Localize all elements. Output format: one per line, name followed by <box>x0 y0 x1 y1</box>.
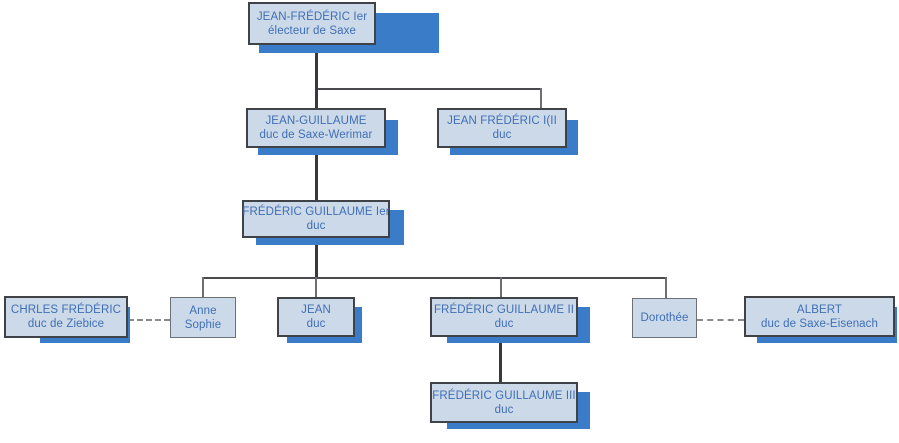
node-frederic-guillaume-iii[interactable]: FRÉDÉRIC GUILLAUME III duc <box>430 382 578 423</box>
connector-drop-anne-sophie <box>202 277 204 298</box>
node-line1: ALBERT <box>796 303 843 316</box>
node-line2: duc de Saxe-Eisenach <box>760 317 879 330</box>
node-jean-frederic-i-ii[interactable]: JEAN FRÉDÉRIC I(II duc <box>437 108 567 148</box>
node-line2: duc de Saxe-Werimar <box>259 129 373 141</box>
node-line1: JEAN <box>301 304 331 316</box>
node-line1: CHRLES FRÉDÉRIC <box>10 304 122 316</box>
node-line2: Sophie <box>184 318 222 331</box>
connector-level1-bar <box>315 88 542 90</box>
node-line1: FRÉDÉRIC GUILLAUME Ier <box>242 206 390 218</box>
connector-drop-jean-frederic-i-ii <box>540 88 542 110</box>
connector-drop-jean-guillaume <box>315 88 318 110</box>
node-line2: électeur de Saxe <box>268 24 356 37</box>
node-line1: JEAN-FRÉDÉRIC Ier <box>256 10 368 23</box>
node-line1: JEAN-GUILLAUME <box>265 115 367 127</box>
node-frederic-guillaume-ier[interactable]: FRÉDÉRIC GUILLAUME Ier duc <box>242 200 390 238</box>
node-line1: Dorothée <box>640 312 689 324</box>
node-line2: duc <box>306 318 326 330</box>
connector-stem-frederic-guillaume-iii <box>499 336 502 384</box>
connector-drop-jean <box>315 277 317 298</box>
node-line2: duc <box>492 129 512 141</box>
node-line1: FRÉDÉRIC GUILLAUME II <box>433 304 575 316</box>
connector-marriage-chrles-anne <box>128 319 170 321</box>
node-albert[interactable]: ALBERT duc de Saxe-Eisenach <box>744 296 895 337</box>
connector-drop-frederic-guillaume-ii <box>500 277 502 298</box>
node-line1: Anne <box>189 304 217 317</box>
connector-stem-frederic-guillaume-ier <box>315 148 318 200</box>
node-frederic-guillaume-ii[interactable]: FRÉDÉRIC GUILLAUME II duc <box>430 297 578 337</box>
node-line2: duc de Ziebice <box>27 318 105 330</box>
connector-marriage-dorothee-albert <box>697 319 744 321</box>
connector-drop-dorothee <box>665 277 667 298</box>
node-anne-sophie[interactable]: Anne Sophie <box>170 297 236 338</box>
node-jean-guillaume[interactable]: JEAN-GUILLAUME duc de Saxe-Werimar <box>246 108 386 148</box>
node-dorothee[interactable]: Dorothée <box>632 298 697 338</box>
connector-root-stem <box>315 42 318 89</box>
node-line2: duc <box>494 318 514 330</box>
node-line2: duc <box>306 220 326 232</box>
node-jean[interactable]: JEAN duc <box>277 297 355 337</box>
node-line1: JEAN FRÉDÉRIC I(II <box>447 115 557 127</box>
node-line2: duc <box>494 403 514 416</box>
node-jean-frederic-ier[interactable]: JEAN-FRÉDÉRIC Ier électeur de Saxe <box>248 2 376 45</box>
connector-level2-bar <box>203 277 667 279</box>
node-chrles-frederic[interactable]: CHRLES FRÉDÉRIC duc de Ziebice <box>4 296 128 338</box>
connector-stem-level2 <box>315 238 318 278</box>
node-line1: FRÉDÉRIC GUILLAUME III <box>432 389 576 402</box>
